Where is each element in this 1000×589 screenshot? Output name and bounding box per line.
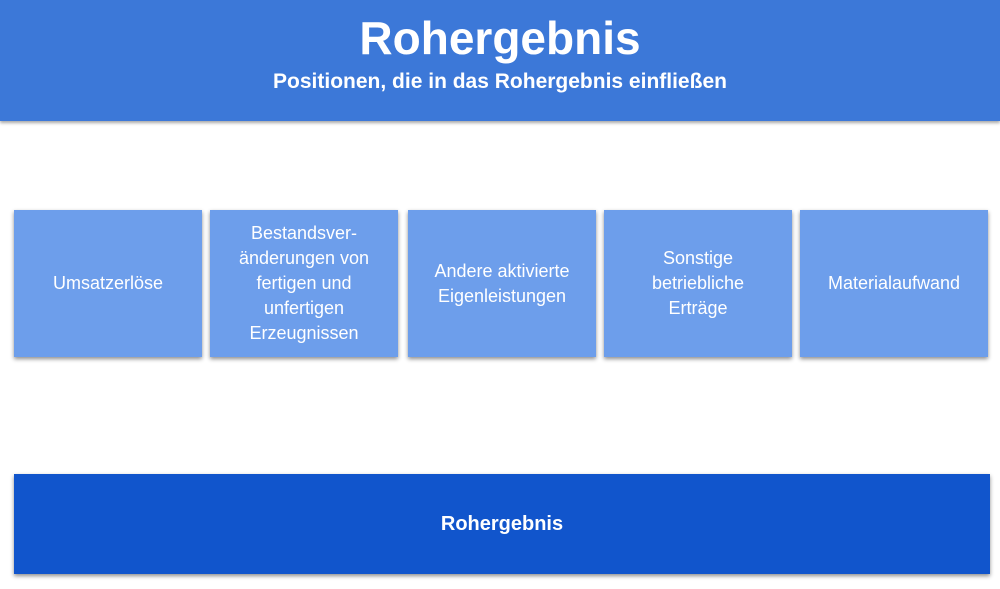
box-label: Materialaufwand [827,273,961,293]
result-box: Rohergebnis [14,474,990,574]
box-label: Bestandsver- änderungen von fertigen und… [238,223,370,343]
box-label: Andere aktivierte Eigenleistungen [434,260,570,306]
header-banner: Rohergebnis Positionen, die in das Roher… [0,0,1000,121]
page-subtitle: Positionen, die in das Rohergebnis einfl… [273,70,727,93]
box-bestandsveraenderungen: Bestandsver- änderungen von fertigen und… [210,210,398,357]
box-label: Umsatzerlöse [52,273,164,293]
position-boxes: Umsatzerlöse Bestandsver- änderungen von… [14,210,990,357]
page-title: Rohergebnis [359,12,641,64]
box-umsatzerloese: Umsatzerlöse [14,210,202,357]
result-label: Rohergebnis [440,512,564,535]
box-label: Sonstige betriebliche Erträge [651,248,745,318]
box-sonstige-betriebliche-ertraege: Sonstige betriebliche Erträge [604,210,792,357]
box-materialaufwand: Materialaufwand [800,210,988,357]
box-andere-aktivierte-eigenleistungen: Andere aktivierte Eigenleistungen [408,210,596,357]
